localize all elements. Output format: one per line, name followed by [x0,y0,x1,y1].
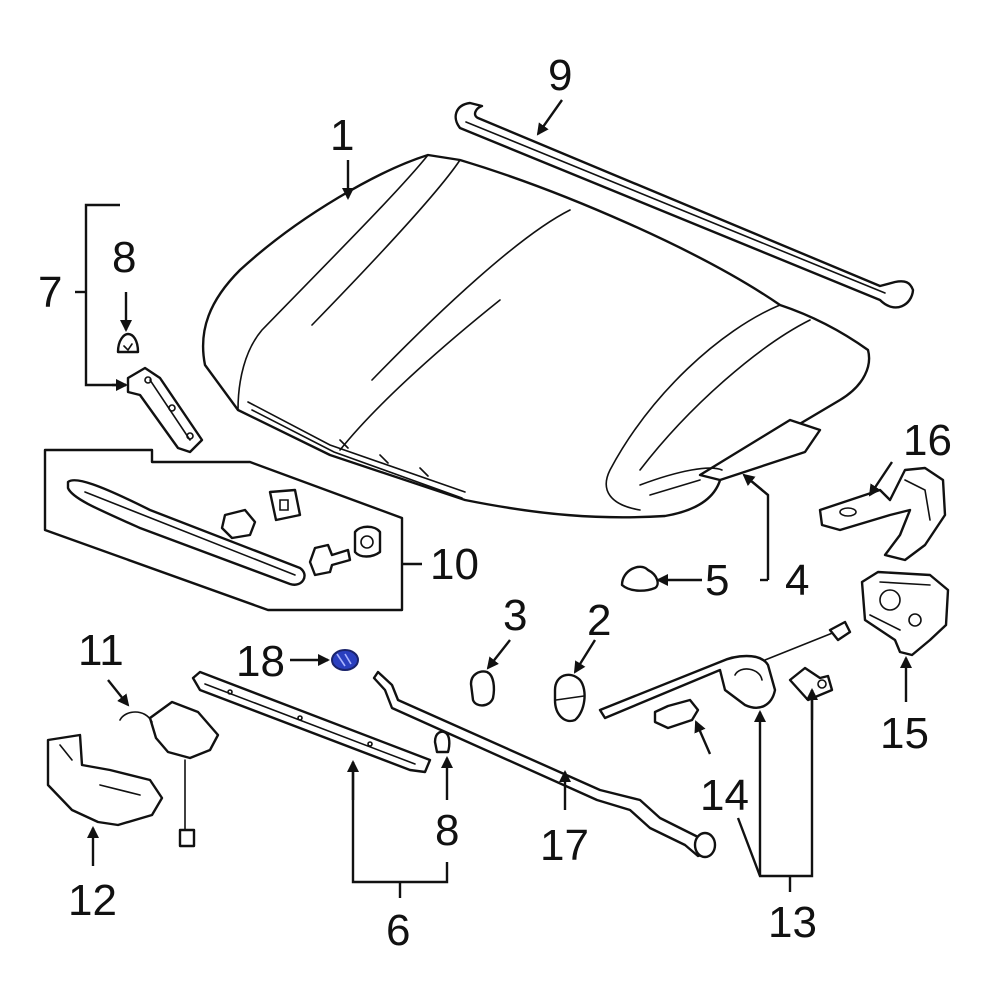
callout-18: 18 [236,637,285,686]
hinge-bracket[interactable] [126,366,204,454]
callout-8-lower: 8 [435,806,459,855]
hood-panel[interactable] [201,153,871,519]
leader-lines [75,99,912,898]
callout-17: 17 [540,821,589,870]
hood-seal-weatherstrip[interactable] [454,101,915,309]
hood-insulator-kit-box[interactable] [43,448,404,612]
retainer-clip-18[interactable] [331,649,359,671]
release-cable[interactable] [598,620,852,720]
callout-2: 2 [587,596,611,645]
callout-7: 7 [38,268,62,317]
callout-15: 15 [880,709,929,758]
latch-bumper[interactable] [553,673,586,723]
hood-latch[interactable] [860,570,950,657]
callout-13: 13 [768,898,817,947]
support-rod[interactable] [191,670,432,774]
callout-3: 3 [503,591,527,640]
stop-bumper[interactable] [469,670,496,707]
callout-9: 9 [548,51,572,100]
callout-4: 4 [785,556,809,605]
air-deflector[interactable] [46,733,164,827]
callout-10: 10 [430,540,479,589]
wire-harness[interactable] [119,700,220,848]
callout-8-upper: 8 [112,233,136,282]
prop-rod[interactable] [372,670,717,859]
callout-16: 16 [903,416,952,465]
callout-6: 6 [386,906,410,955]
callout-12: 12 [68,876,117,925]
clip-8-upper[interactable] [116,332,140,354]
hood-hinge[interactable] [818,466,947,562]
clip-8-lower[interactable] [433,730,451,754]
hood-bumper[interactable] [620,565,659,592]
callout-14: 14 [700,771,749,820]
release-handle[interactable] [653,698,700,730]
callout-1: 1 [330,111,354,160]
callout-5: 5 [705,556,729,605]
callout-labels: 1 2 3 4 5 6 7 8 8 9 10 11 12 13 14 15 16… [38,51,952,955]
callout-11: 11 [78,626,124,675]
